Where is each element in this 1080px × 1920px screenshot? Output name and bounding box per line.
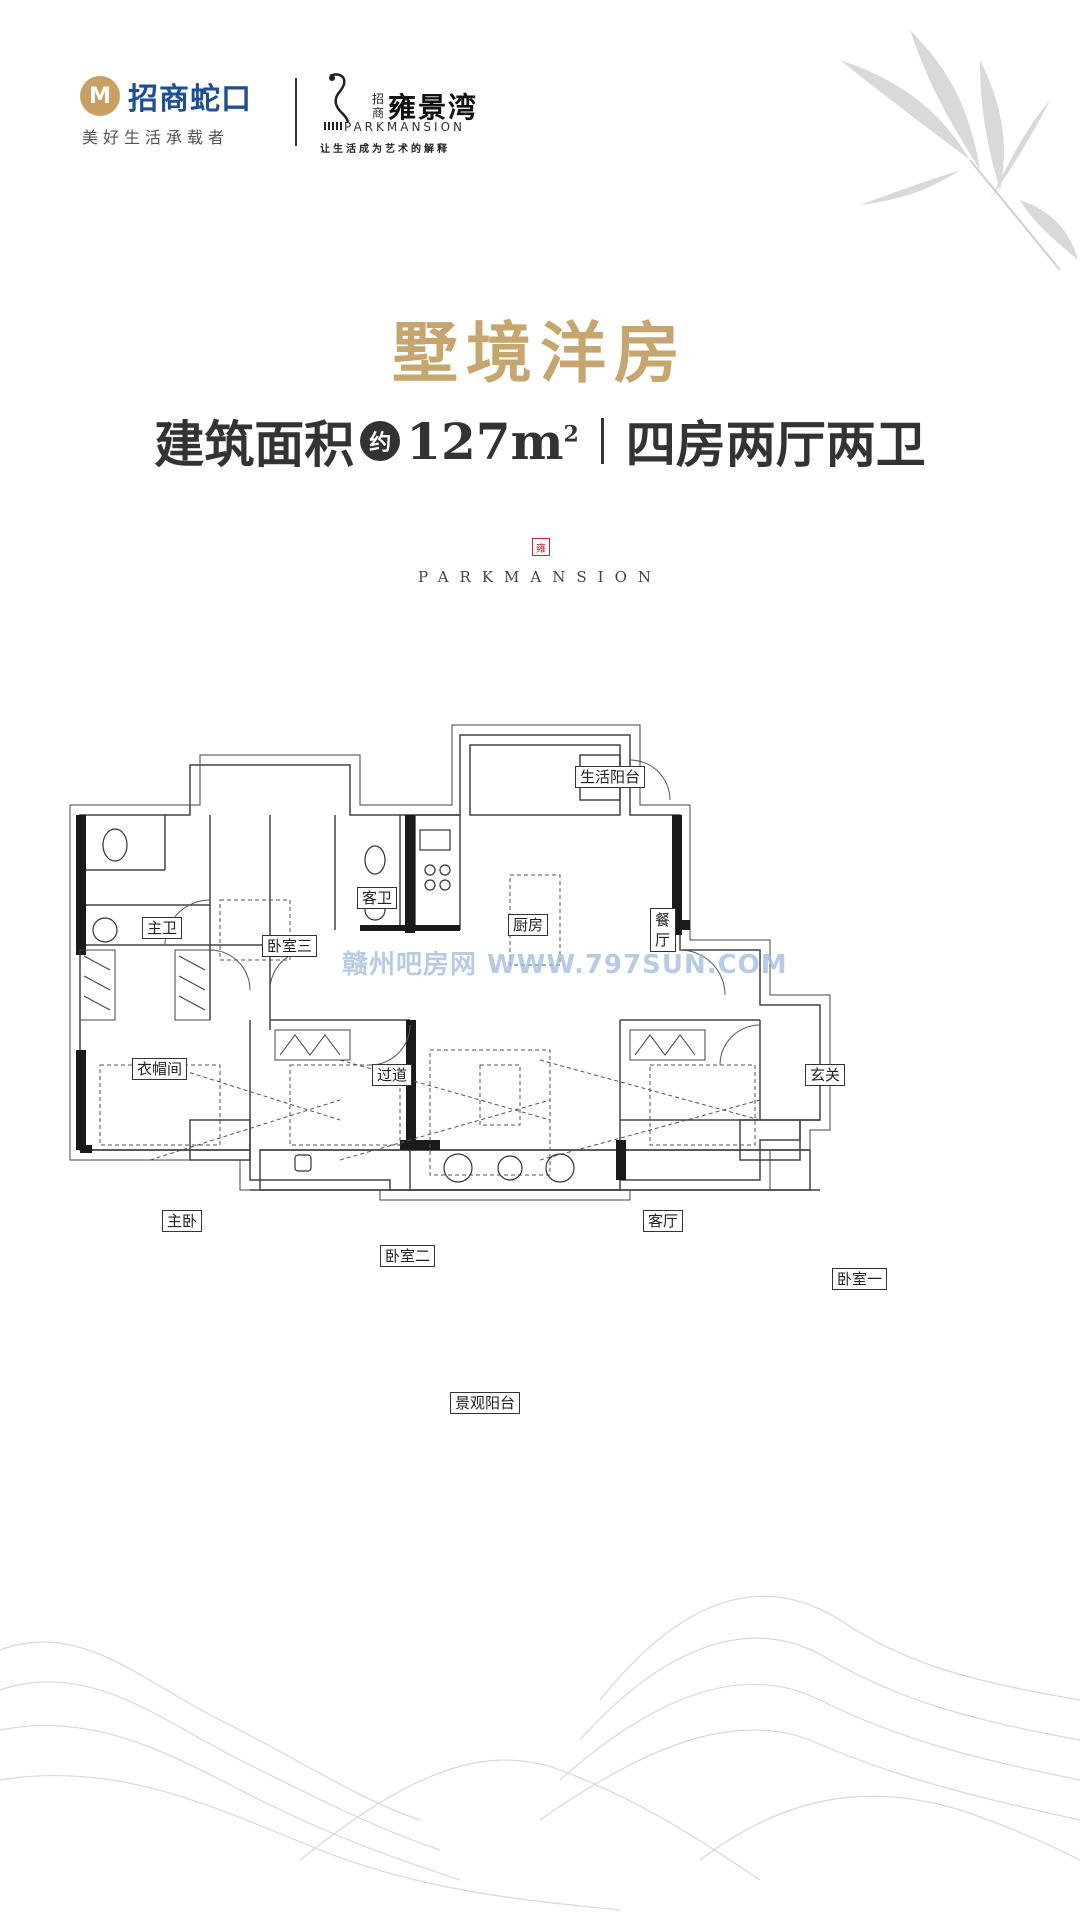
english-name: PARKMANSION [418,568,662,586]
room-label-guest-bath: 客卫 [357,887,398,909]
floor-plan [69,724,831,1201]
spec-separator [600,418,604,464]
brand-name: 招商蛇口 [128,82,252,117]
brand-logo-cmsk: M 招商蛇口 [80,74,252,118]
area-label: 建筑面积 [154,415,355,474]
project-english-name: PARKMANSION [344,120,466,134]
room-label-bedroom1: 卧室一 [832,1268,888,1290]
room-label-living: 客厅 [643,1210,684,1232]
brand-mark-icon: M [80,76,120,116]
room-label-foyer: 玄关 [805,1064,846,1086]
page-title: 墅境洋房 [392,314,688,392]
room-label-master-bath: 主卫 [142,917,183,939]
room-label-corridor: 过道 [372,1064,413,1086]
room-label-kitchen: 厨房 [508,914,549,936]
project-name: 雍景湾 [388,91,479,124]
project-prefix: 招商 [372,92,385,120]
seal-stamp: 雍 [532,538,550,556]
area-value: 127m2 [406,411,579,471]
crane-logo-icon [324,73,350,130]
room-label-closet: 衣帽间 [132,1058,188,1080]
room-label-view-balcony: 景观阳台 [450,1392,521,1414]
brand-slogan: 美好生活承载者 [82,128,230,147]
room-label-service-balcony: 生活阳台 [575,766,646,788]
room-label-master-bedroom: 主卧 [162,1210,203,1232]
room-label-dining: 餐厅 [650,908,676,952]
header-divider [295,78,297,146]
layout-type: 四房两厅两卫 [625,415,926,474]
room-label-bedroom2: 卧室二 [380,1245,436,1267]
approx-badge: 约 [360,421,401,461]
project-tagline: 让生活成为艺术的解释 [320,144,450,155]
watermark: 赣州吧房网 WWW.797SUN.COM [342,950,788,980]
room-label-bedroom3: 卧室三 [262,935,318,957]
mountain-decoration [0,1595,1080,1911]
bamboo-decoration [840,30,1078,271]
spec-line: 建筑面积 约 127m2 四房两厅两卫 [0,405,1080,477]
